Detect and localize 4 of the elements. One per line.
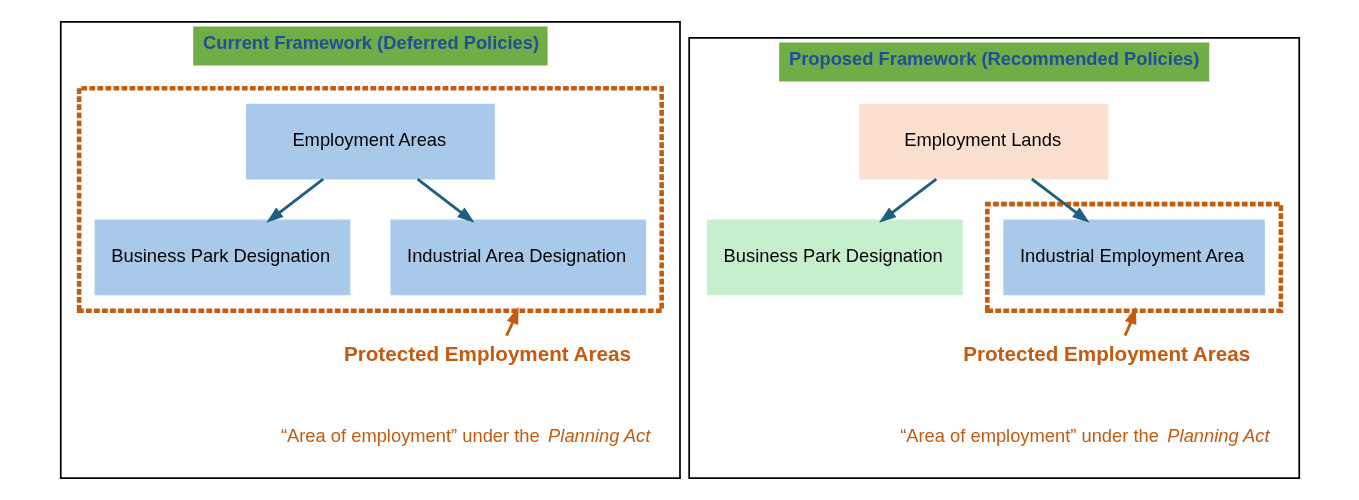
label: “Area of employment” under the Planning Act	[899, 425, 1270, 447]
node-text: Protected Employment Areas	[962, 341, 1250, 365]
label: “Area of employment” under the Planning Act	[280, 425, 650, 447]
node-text: Protected Employment Areas	[343, 341, 631, 365]
